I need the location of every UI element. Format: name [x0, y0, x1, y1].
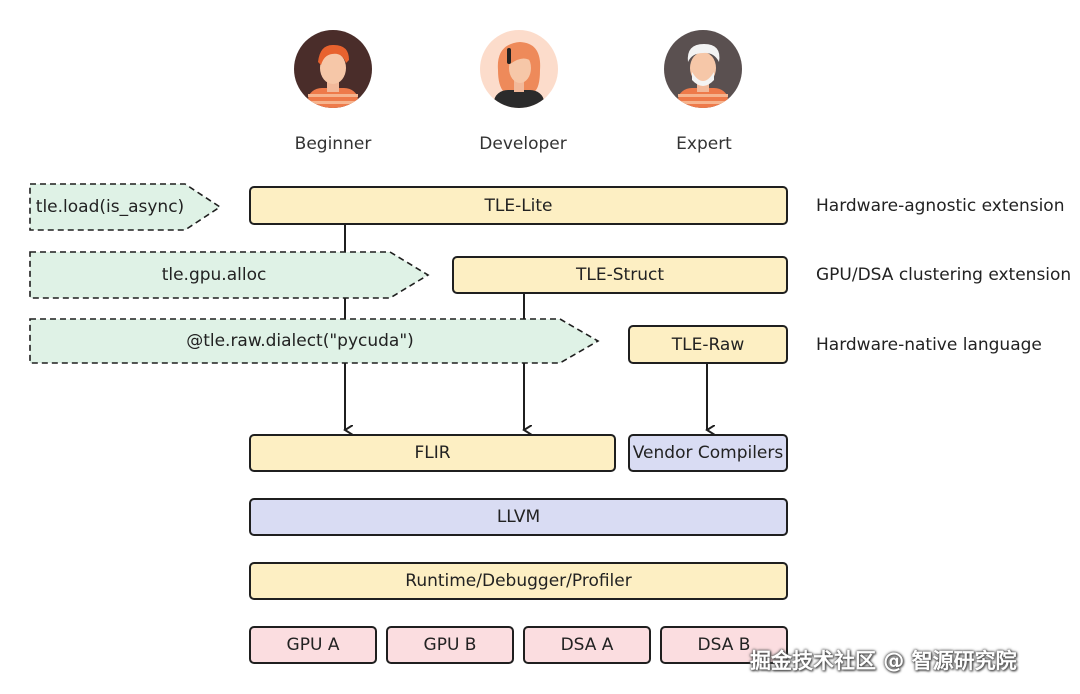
flir-box: FLIR	[249, 434, 616, 472]
persona-expert-label: Expert	[676, 134, 732, 154]
tle-lite-box: TLE-Lite	[249, 186, 788, 225]
persona-developer-label: Developer	[479, 134, 567, 154]
tle-raw-box: TLE-Raw	[628, 325, 788, 364]
tle-struct-box: TLE-Struct	[452, 256, 788, 294]
side-label-hardware-agnostic: Hardware-agnostic extension	[816, 196, 1065, 216]
persona-beginner-label: Beginner	[294, 134, 372, 154]
vendor-compilers-box: Vendor Compilers	[628, 434, 788, 472]
hardware-gpu-b-box: GPU B	[386, 626, 514, 664]
hardware-dsa-a-box: DSA A	[523, 626, 651, 664]
api-tag-raw-dialect: @tle.raw.dialect("pycuda")	[186, 331, 414, 351]
api-tag-gpu-alloc: tle.gpu.alloc	[161, 265, 267, 285]
beginner-avatar-icon	[294, 30, 372, 108]
watermark: 掘金技术社区 @ 智源研究院	[750, 649, 1017, 673]
expert-avatar-icon	[664, 30, 742, 108]
api-tag-shape-load	[29, 183, 222, 231]
developer-avatar-icon	[480, 30, 558, 108]
side-label-hardware-native: Hardware-native language	[816, 335, 1042, 355]
api-tag-load: tle.load(is_async)	[35, 197, 185, 217]
hardware-gpu-a-box: GPU A	[249, 626, 377, 664]
llvm-box: LLVM	[249, 498, 788, 536]
side-label-clustering: GPU/DSA clustering extension	[816, 265, 1072, 285]
api-tag-shape-gpu-alloc	[29, 251, 430, 299]
api-tag-shape-raw-dialect	[29, 318, 600, 364]
runtime-box: Runtime/Debugger/Profiler	[249, 562, 788, 600]
hardware-dsa-b-box: DSA B	[660, 626, 788, 664]
